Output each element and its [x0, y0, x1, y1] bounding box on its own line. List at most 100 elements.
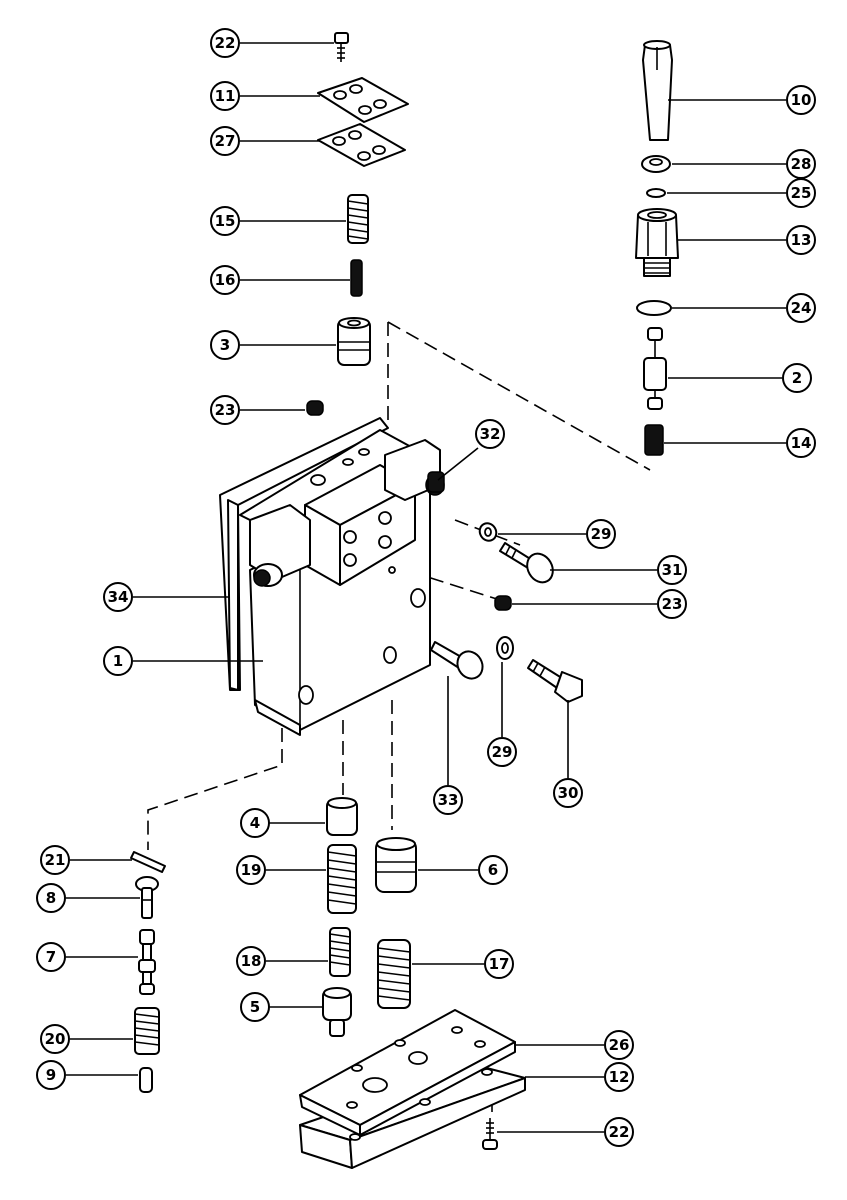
callout-label: 30: [558, 784, 579, 802]
washer-29-lower: [496, 636, 514, 660]
o-ring-24: [636, 300, 672, 316]
callout-8: 8: [36, 883, 66, 913]
callout-33: 33: [433, 785, 463, 815]
callout-label: 4: [250, 814, 260, 832]
callout-4: 4: [240, 808, 270, 838]
callout-label: 21: [45, 851, 66, 869]
bolt-30: [527, 659, 583, 703]
callout-17: 17: [484, 949, 514, 979]
spring-16: [350, 259, 363, 297]
pin-10: [642, 40, 673, 141]
callout-label: 10: [791, 91, 812, 109]
spring-19: [327, 844, 357, 914]
callout-13: 13: [786, 225, 816, 255]
callout-27: 27: [210, 126, 240, 156]
callout-label: 23: [662, 595, 683, 613]
callout-26: 26: [604, 1030, 634, 1060]
callout-3: 3: [210, 330, 240, 360]
callout-6: 6: [478, 855, 508, 885]
spring-20: [134, 1007, 160, 1055]
spring-18: [329, 927, 351, 977]
callout-15: 15: [210, 206, 240, 236]
callout-label: 34: [108, 588, 129, 606]
callout-label: 8: [46, 889, 56, 907]
callout-label: 19: [241, 861, 262, 879]
callout-label: 5: [250, 998, 260, 1016]
callout-label: 32: [480, 425, 501, 443]
callout-19: 19: [236, 855, 266, 885]
spring-15: [347, 194, 369, 244]
valve-body-1: [219, 417, 445, 736]
callout-31: 31: [657, 555, 687, 585]
callout-9: 9: [36, 1060, 66, 1090]
callout-16: 16: [210, 265, 240, 295]
callout-label: 16: [215, 271, 236, 289]
screw-22-top: [334, 32, 349, 62]
plunger-7: [138, 929, 156, 995]
o-ring-25: [646, 188, 666, 198]
washer-29-top: [478, 522, 498, 542]
sleeve-6: [375, 837, 417, 893]
callout-label: 3: [220, 336, 230, 354]
leader-lines: [66, 42, 786, 1133]
set-screw-23-top: [306, 400, 324, 416]
callout-label: 29: [492, 743, 513, 761]
callout-30: 30: [553, 778, 583, 808]
callout-23-right: 23: [657, 589, 687, 619]
callout-label: 7: [46, 948, 56, 966]
fitting-13: [635, 208, 679, 277]
callout-29-lower: 29: [487, 737, 517, 767]
callout-34: 34: [103, 582, 133, 612]
callout-28: 28: [786, 149, 816, 179]
callout-label: 15: [215, 212, 236, 230]
callout-label: 25: [791, 184, 812, 202]
callout-14: 14: [786, 428, 816, 458]
callout-12: 12: [604, 1062, 634, 1092]
callout-label: 27: [215, 132, 236, 150]
callout-1: 1: [103, 646, 133, 676]
washer-28: [641, 155, 671, 173]
plunger-5: [322, 987, 352, 1037]
base-plates-26-12: [299, 1009, 526, 1169]
callout-label: 17: [489, 955, 510, 973]
callout-7: 7: [36, 942, 66, 972]
spring-17: [377, 939, 411, 1009]
callout-label: 6: [488, 861, 498, 879]
pin-9: [139, 1067, 153, 1093]
callout-20: 20: [40, 1024, 70, 1054]
callout-21: 21: [40, 845, 70, 875]
callout-24: 24: [786, 293, 816, 323]
plunger-8: [135, 876, 159, 919]
callout-label: 12: [609, 1068, 630, 1086]
callout-18: 18: [236, 946, 266, 976]
callout-label: 26: [609, 1036, 630, 1054]
callout-label: 2: [792, 369, 802, 387]
sleeve-3: [337, 317, 371, 366]
callout-label: 31: [662, 561, 683, 579]
callout-label: 1: [113, 652, 123, 670]
callout-label: 23: [215, 401, 236, 419]
callout-label: 14: [791, 434, 812, 452]
screw-31: [499, 542, 554, 584]
callout-label: 24: [791, 299, 812, 317]
callout-label: 13: [791, 231, 812, 249]
plate-27: [317, 123, 406, 167]
pin-21: [130, 851, 166, 873]
callout-23-top: 23: [210, 395, 240, 425]
callout-label: 9: [46, 1066, 56, 1084]
callout-22-top: 22: [210, 28, 240, 58]
screw-33: [430, 641, 484, 680]
callout-label: 28: [791, 155, 812, 173]
set-screw-23-right: [494, 595, 512, 611]
set-screw-32: [427, 471, 445, 493]
callout-32: 32: [475, 419, 505, 449]
callout-label: 29: [591, 525, 612, 543]
callout-label: 20: [45, 1030, 66, 1048]
valve-stem-2: [643, 327, 667, 410]
callout-label: 22: [215, 34, 236, 52]
callout-label: 18: [241, 952, 262, 970]
screw-22-bottom: [482, 1118, 498, 1150]
callout-label: 33: [438, 791, 459, 809]
callout-label: 11: [215, 87, 236, 105]
